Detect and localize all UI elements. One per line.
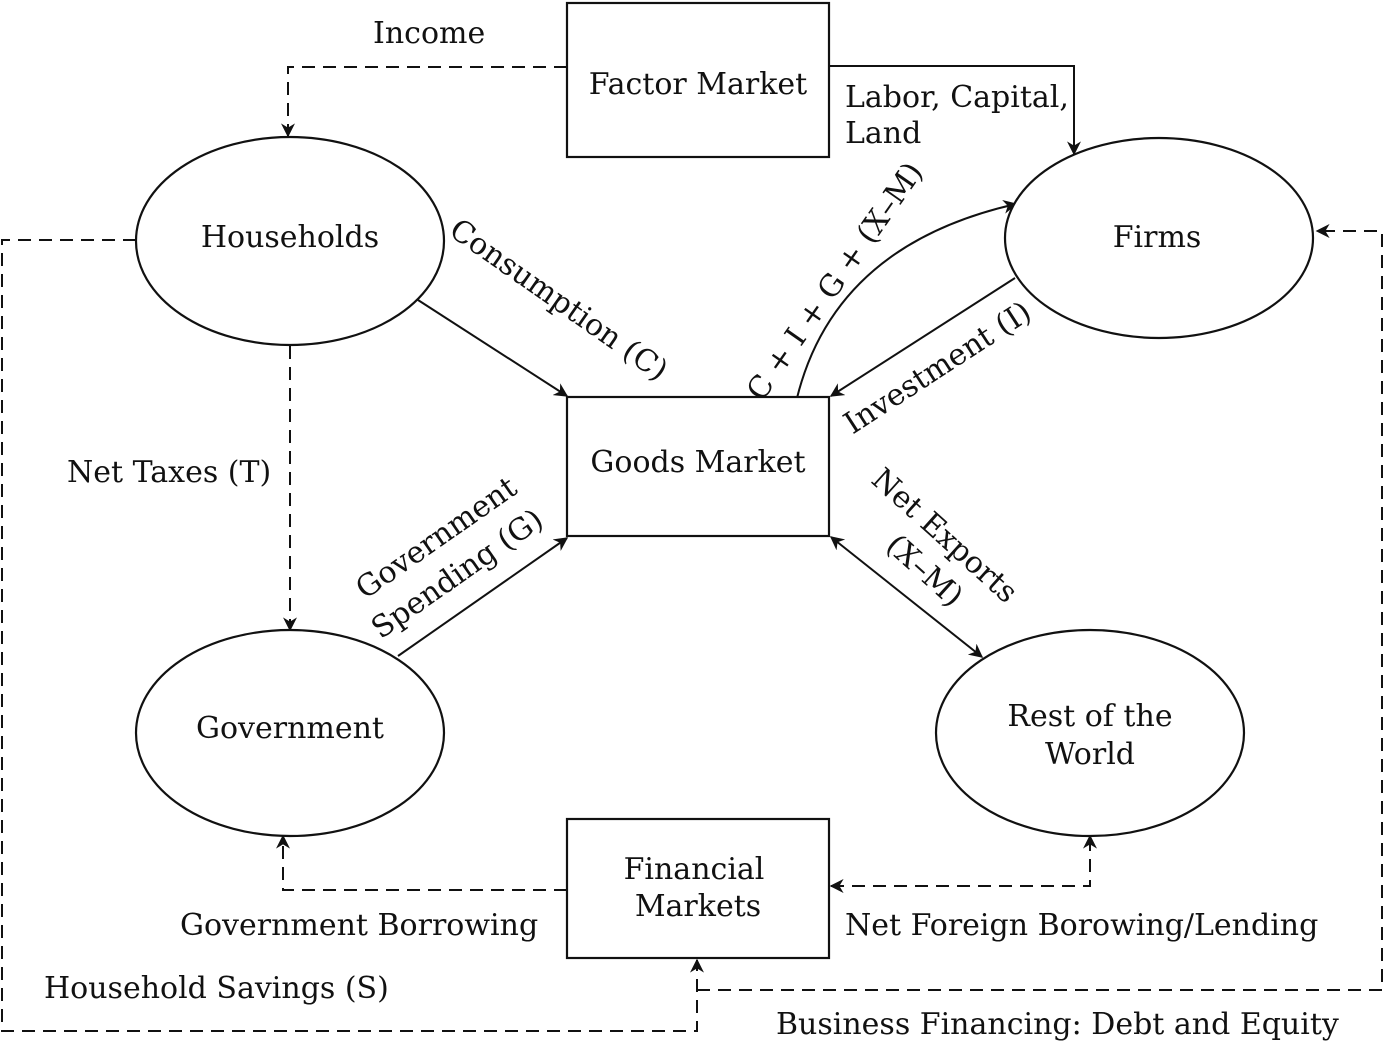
factors-flow xyxy=(829,65,1081,156)
household-savings-label: Household Savings (S) xyxy=(44,971,389,1006)
rest-of-world-label-line2: World xyxy=(1045,737,1135,772)
factors-label-line2: Land xyxy=(845,116,921,151)
goods-market-label: Goods Market xyxy=(590,445,805,480)
net-foreign-label: Net Foreign Borowing/Lending xyxy=(845,908,1318,943)
financial-markets-label-line2: Markets xyxy=(635,889,761,924)
gov-spending-flow xyxy=(397,537,569,657)
gov-borrowing-label: Government Borrowing xyxy=(180,908,538,943)
households-label: Households xyxy=(201,220,379,255)
income-label: Income xyxy=(373,16,485,51)
factors-label-line1: Labor, Capital, xyxy=(845,80,1069,115)
financial-markets-node: Financial Markets xyxy=(565,817,831,960)
goods-market-node: Goods Market xyxy=(565,395,831,538)
household-savings-flow xyxy=(1,239,704,1032)
net-exports-flow xyxy=(829,536,984,658)
business-financing-flow xyxy=(697,224,1383,991)
consumption-label: Consumption (C) xyxy=(443,212,674,388)
government-node: Government xyxy=(134,628,446,838)
firms-node: Firms xyxy=(1003,136,1315,340)
gov-borrowing-flow xyxy=(276,834,567,891)
financial-markets-label-line1: Financial xyxy=(624,852,765,887)
net-foreign-flow xyxy=(829,834,1097,893)
government-label: Government xyxy=(196,711,384,746)
net-taxes-label: Net Taxes (T) xyxy=(67,455,271,490)
factor-market-label: Factor Market xyxy=(589,67,807,102)
households-node: Households xyxy=(134,135,446,347)
investment-flow xyxy=(829,277,1016,397)
investment-label: Investment (I) xyxy=(838,295,1038,442)
firms-label: Firms xyxy=(1113,220,1202,255)
income-flow xyxy=(281,66,567,138)
aggregate-demand-flow xyxy=(796,199,1018,399)
business-financing-label: Business Financing: Debt and Equity xyxy=(776,1007,1339,1042)
consumption-flow xyxy=(417,299,569,397)
rest-of-world-label-line1: Rest of the xyxy=(1007,699,1172,734)
factor-market-node: Factor Market xyxy=(565,1,831,159)
rest-of-world-node: Rest of the World xyxy=(934,628,1246,838)
